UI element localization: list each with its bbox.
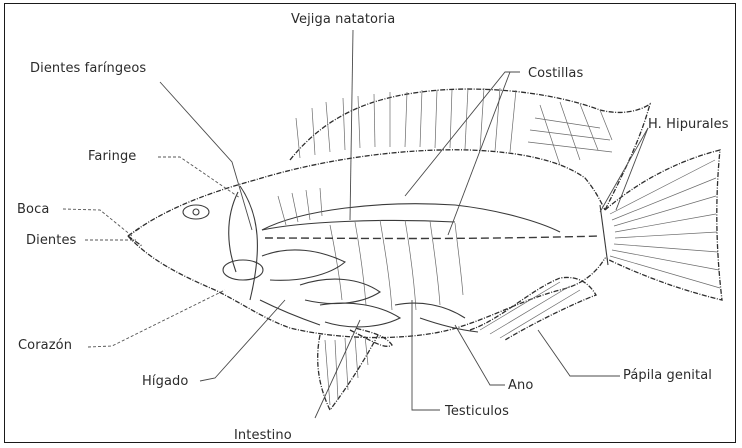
label-higado: Hígado: [142, 374, 188, 389]
fish-body-outline: [128, 150, 605, 338]
label-intestino: Intestino: [234, 428, 292, 443]
label-dientes-faringeos: Dientes faríngeos: [30, 61, 146, 76]
label-dientes: Dientes: [26, 233, 76, 248]
lower-fins: [318, 277, 596, 410]
label-faringe: Faringe: [88, 149, 136, 164]
label-testiculos: Testiculos: [445, 404, 509, 419]
label-papila-genital: Pápila genital: [623, 368, 712, 383]
label-corazon: Corazón: [18, 338, 72, 353]
label-hipurales: H. Hipurales: [648, 117, 729, 132]
dorsal-fin: [290, 88, 650, 210]
label-vejiga-natatoria: Vejiga natatoria: [291, 12, 395, 27]
label-boca: Boca: [17, 202, 49, 217]
caudal-fin: [600, 150, 722, 300]
internal-organs: [223, 188, 600, 332]
label-ano: Ano: [508, 378, 533, 393]
label-costillas: Costillas: [528, 66, 583, 81]
